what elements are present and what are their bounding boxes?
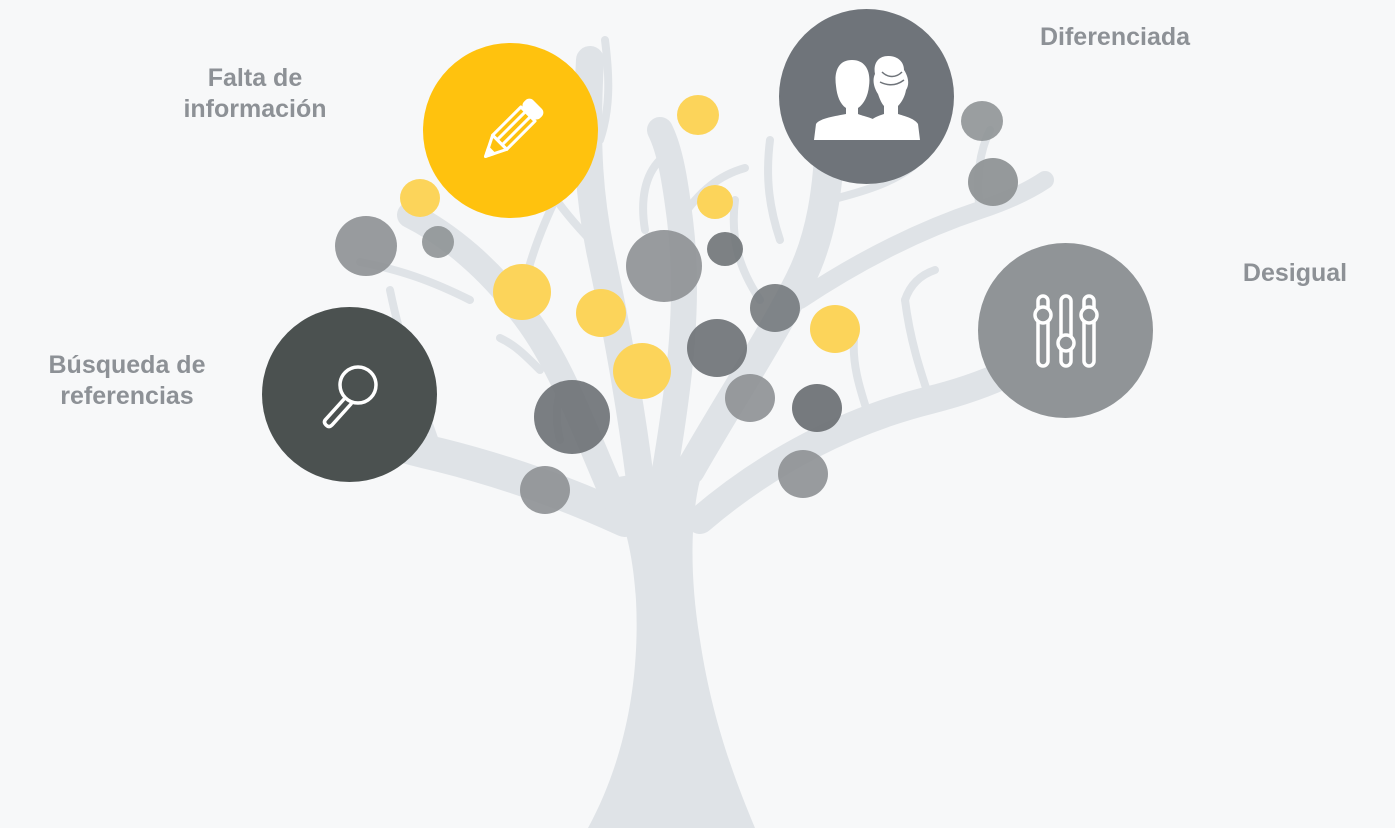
- tree-trunk: [588, 470, 755, 828]
- diferenciada-label: Diferenciada: [1000, 22, 1230, 53]
- gray-dots: [335, 101, 1018, 514]
- branch-right-upper: [791, 171, 1054, 309]
- people-icon: [813, 55, 920, 140]
- twig-16: [901, 266, 939, 304]
- twig-10: [901, 296, 934, 404]
- yellow-dots: [400, 95, 860, 399]
- twig-7: [639, 156, 664, 234]
- dot: [778, 450, 828, 498]
- dot: [961, 101, 1003, 141]
- twig-15: [764, 136, 784, 244]
- dot: [534, 380, 610, 454]
- dot: [968, 158, 1018, 206]
- busqueda-label-line-2: referencias: [60, 382, 194, 410]
- twig-5: [596, 36, 613, 144]
- dot: [576, 289, 626, 337]
- dot: [707, 232, 743, 266]
- desigual-label-line-1: Desigual: [1242, 259, 1348, 287]
- busqueda-node-circle: [262, 307, 437, 482]
- dot: [613, 343, 671, 399]
- falta-label-line-2: información: [183, 95, 327, 123]
- dot: [520, 466, 570, 514]
- branch-center-right: [675, 105, 845, 485]
- dot: [677, 95, 719, 135]
- twig-17: [496, 334, 544, 374]
- busqueda-label-line-1: Búsqueda de: [48, 351, 206, 379]
- magnifier-icon: [322, 364, 378, 428]
- pencil-icon: [483, 98, 543, 158]
- dot: [687, 319, 747, 377]
- sliders-icon: [1032, 293, 1099, 368]
- falta-label: Falta de información: [150, 63, 360, 125]
- busqueda-label: Búsqueda de referencias: [12, 350, 242, 412]
- diferenciada-label-line-1: Diferenciada: [1039, 23, 1191, 51]
- dot: [493, 264, 551, 320]
- dot: [750, 284, 800, 332]
- dot: [697, 185, 733, 219]
- falta-node-circle: [423, 43, 598, 218]
- dot: [422, 226, 454, 258]
- twig-11: [849, 326, 874, 424]
- falta-label-line-1: Falta de: [207, 64, 303, 92]
- dot: [626, 230, 702, 302]
- dot: [335, 216, 397, 276]
- desigual-node-circle: [978, 243, 1153, 418]
- dot: [810, 305, 860, 353]
- dot: [400, 179, 440, 217]
- dot: [725, 374, 775, 422]
- twig-6: [676, 164, 749, 224]
- desigual-label: Desigual: [1215, 258, 1375, 289]
- diferenciada-node-circle: [779, 9, 954, 184]
- dot: [792, 384, 842, 432]
